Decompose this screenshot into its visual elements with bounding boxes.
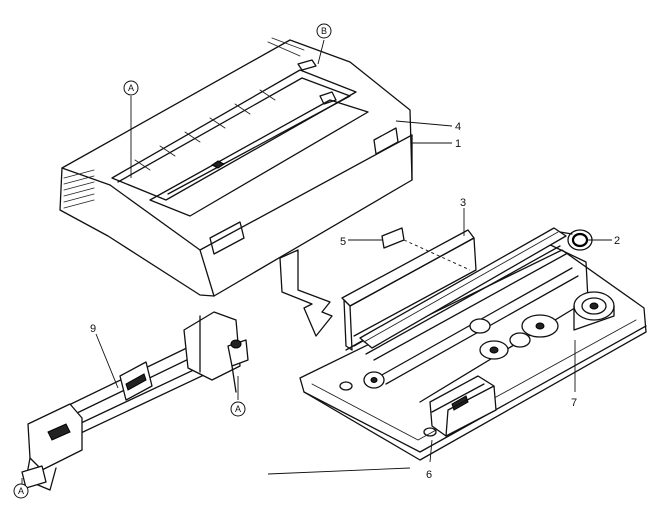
callout-3: 3 — [460, 197, 466, 209]
svg-text:A: A — [235, 404, 241, 414]
reference-mark-a-tractor-left: A — [13, 483, 29, 499]
leader-lines — [21, 39, 612, 486]
callout-6: 6 — [426, 469, 432, 481]
callout-2: 2 — [614, 235, 620, 247]
svg-text:A: A — [18, 486, 24, 496]
print-head-carriage — [429, 375, 497, 437]
assembly-arrow — [279, 249, 333, 337]
callout-7: 7 — [571, 397, 577, 409]
callout-5: 5 — [340, 236, 346, 248]
shield-plate — [341, 229, 477, 351]
reference-mark-a-cover-left: A — [123, 80, 139, 96]
callout-1: 1 — [455, 138, 461, 150]
callout-4: 4 — [455, 121, 461, 133]
cover-vents — [63, 169, 95, 209]
tractor-feed-unit — [21, 311, 249, 491]
svg-text:A: A — [128, 83, 134, 93]
reference-mark-a-tractor-right: A — [230, 401, 246, 417]
label-card — [381, 227, 471, 271]
callout-9: 9 — [90, 323, 96, 335]
platen-knob — [559, 229, 593, 251]
reference-mark-b-cover-hinge: B — [316, 23, 332, 39]
top-cover-assembly — [59, 37, 413, 297]
printer-base-assembly — [299, 227, 647, 461]
svg-text:B: B — [321, 26, 327, 36]
motor-assembly — [573, 291, 615, 331]
gear-cluster — [363, 314, 559, 389]
